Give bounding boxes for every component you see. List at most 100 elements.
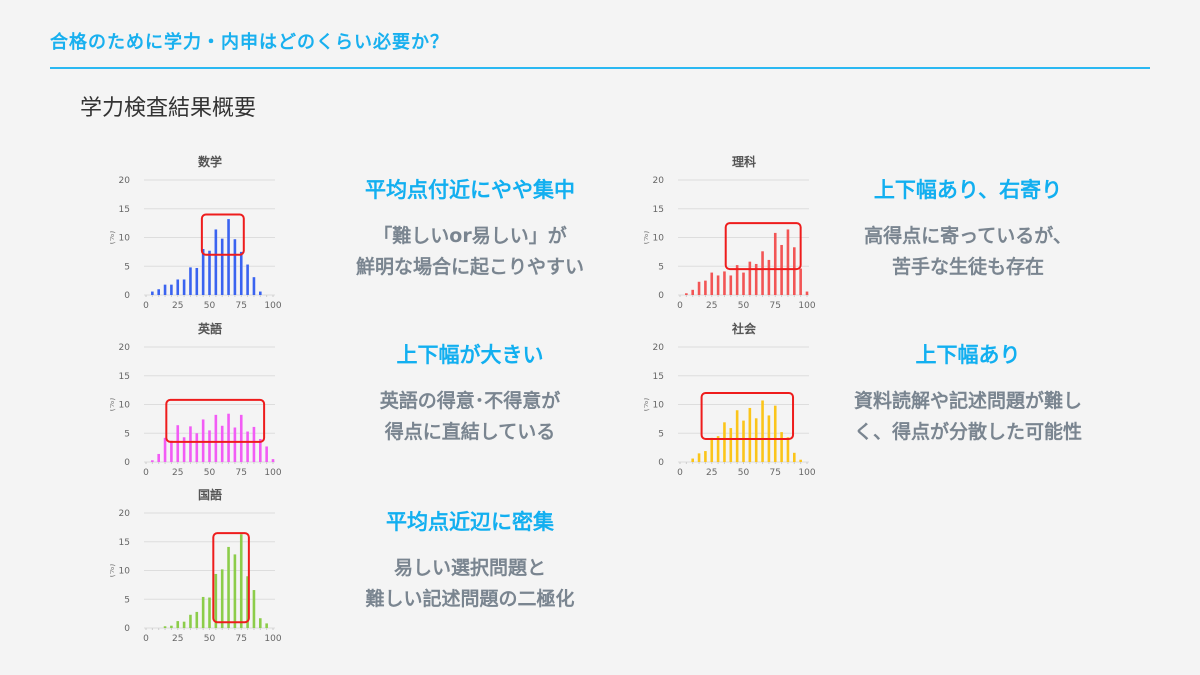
note-line: 高得点に寄っているが、 (864, 225, 1072, 247)
histogram-bar (754, 418, 758, 462)
histogram-bar (214, 573, 218, 628)
histogram-bar (239, 414, 243, 462)
x-tick-label: 50 (738, 301, 750, 310)
histogram-bar (201, 419, 205, 462)
x-tick-label: 0 (677, 301, 683, 310)
y-tick-label: 5 (124, 595, 130, 605)
note-heading: 上下幅あり、右寄り (873, 178, 1063, 202)
histogram-bar (170, 284, 173, 295)
histogram-bar (182, 621, 186, 628)
y-tick-label: 15 (119, 372, 130, 382)
histogram-bar (246, 576, 249, 628)
chart-title: 国語 (198, 487, 222, 502)
histogram-bar (189, 267, 192, 295)
y-tick-label: 15 (119, 538, 130, 548)
note-japanese: 平均点近辺に密集 易しい選択問題と難しい記述問題の二極化 (300, 507, 640, 615)
x-tick-label: 100 (264, 634, 281, 643)
chart-title: 社会 (731, 321, 757, 336)
histogram-bar (748, 407, 752, 462)
y-tick-label: 0 (124, 624, 130, 634)
note-heading: 上下幅が大きい (396, 343, 544, 367)
histogram-bar (748, 261, 752, 295)
x-tick-label: 25 (172, 301, 183, 310)
note-line: 得点に直結している (384, 421, 556, 443)
y-axis-label: (%) (110, 231, 116, 245)
histogram-bar (735, 410, 739, 462)
x-tick-label: 0 (143, 301, 149, 310)
histogram-bar (201, 596, 205, 628)
x-tick-label: 50 (738, 468, 750, 477)
y-tick-label: 15 (653, 205, 664, 215)
x-tick-label: 75 (770, 468, 781, 477)
histogram-bar (182, 279, 186, 295)
y-tick-label: 20 (119, 176, 131, 186)
y-tick-label: 20 (119, 343, 131, 353)
y-tick-label: 0 (658, 458, 664, 468)
histogram-bar (742, 420, 745, 462)
histogram-bar (723, 271, 726, 295)
histogram-bar (716, 275, 720, 295)
histogram-bar (704, 451, 707, 462)
histogram-bar (163, 626, 167, 628)
histogram-bar (259, 291, 262, 295)
histogram-bar (157, 453, 160, 462)
histogram-bar (170, 440, 173, 462)
note-heading: 平均点近辺に密集 (386, 510, 554, 534)
histogram-bar (799, 268, 802, 295)
histogram-bar (265, 446, 268, 462)
histogram-bar (182, 437, 186, 462)
x-tick-label: 75 (770, 301, 781, 310)
histogram-bar (786, 229, 790, 295)
histogram-bar (259, 618, 262, 628)
histogram-bar (163, 284, 167, 295)
y-tick-label: 5 (658, 429, 664, 439)
histogram-bar (754, 263, 758, 295)
x-tick-label: 50 (204, 468, 216, 477)
y-tick-label: 10 (653, 234, 665, 244)
histogram-bar (252, 277, 256, 295)
histogram-bar (742, 272, 745, 295)
note-line: 英語の得意･不得意が (379, 390, 561, 412)
histogram-bar (220, 425, 224, 462)
histogram-bar (208, 430, 211, 462)
y-tick-label: 10 (119, 401, 131, 411)
y-tick-label: 20 (653, 176, 665, 186)
x-tick-label: 100 (798, 468, 815, 477)
histogram-bar (246, 264, 249, 295)
histogram-bar (239, 251, 243, 295)
histogram-bar (710, 437, 714, 462)
histogram-bar (201, 249, 205, 295)
histogram-bar (704, 280, 707, 295)
histogram-bar (195, 611, 199, 628)
histogram-bar (780, 432, 783, 462)
x-tick-label: 25 (172, 634, 183, 643)
note-heading: 平均点付近にやや集中 (365, 178, 575, 202)
histogram-bar (220, 238, 224, 295)
x-tick-label: 100 (264, 301, 281, 310)
histogram-bar (710, 272, 714, 295)
y-tick-label: 10 (653, 401, 665, 411)
x-tick-label: 75 (236, 301, 247, 310)
histogram-bar (761, 251, 764, 295)
note-line: 易しい選択問題と (393, 557, 546, 579)
x-tick-label: 25 (172, 468, 183, 477)
histogram-bar (723, 422, 726, 462)
histogram-bar (214, 414, 218, 462)
histogram-bar (227, 413, 230, 462)
chart-title: 理科 (732, 154, 756, 169)
note-science: 上下幅あり、右寄り 高得点に寄っているが、苦手な生徒も存在 (798, 175, 1138, 283)
highlight-box (212, 532, 250, 624)
x-tick-label: 100 (798, 301, 815, 310)
note-social: 上下幅あり 資料読解や記述問題が難しく、得点が分散した可能性 (798, 340, 1138, 448)
histogram-bar (729, 428, 733, 462)
histogram-bar (735, 265, 739, 295)
x-tick-label: 75 (236, 468, 247, 477)
